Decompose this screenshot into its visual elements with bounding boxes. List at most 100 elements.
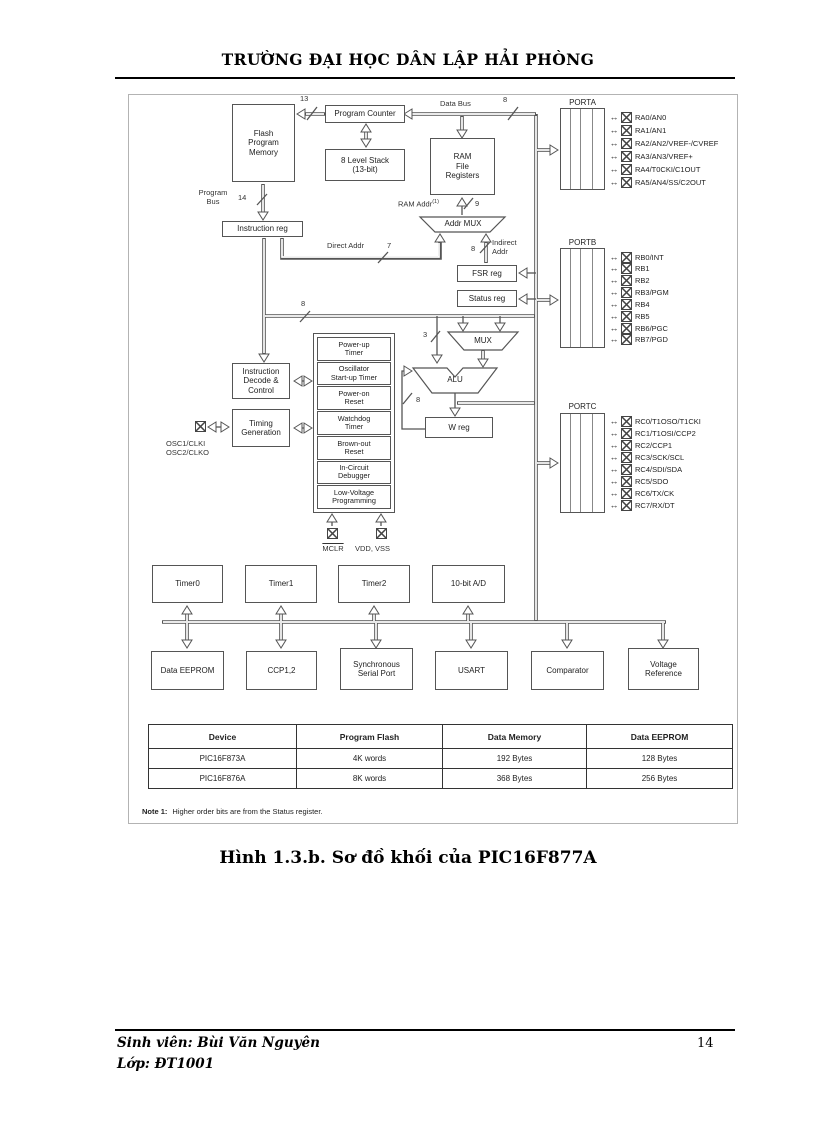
portb-title: PORTB [568,238,597,247]
block-comparator: Comparator [531,651,604,690]
pin-arrow-icon: ↔ [609,275,619,286]
footer-student: Sinh viên: Bùi Văn Nguyên [117,1035,320,1051]
cell-program-flash: 4K words [296,748,443,769]
pin-arrow-icon: ↔ [609,475,619,486]
block-timing-generation: Timing Generation [232,409,290,447]
device-table-header-row: Device Program Flash Data Memory Data EE… [148,724,733,749]
width-ram-addr: 9 [475,199,480,208]
port-pin: ↔RB0/INT [607,251,669,263]
cell-data-eeprom: 128 Bytes [586,748,733,769]
pin-pad-icon [621,177,632,189]
port-pin: ↔RB5 [607,310,669,322]
table-row: PIC16F873A 4K words 192 Bytes 128 Bytes [148,748,733,769]
pin-label: RC3/SCK/SCL [635,452,685,462]
pin-arrow-icon: ↔ [609,287,619,298]
port-pin: ↔RC0/T1OSO/T1CKI [607,415,701,427]
pin-label: RB7/PGD [635,335,668,345]
port-pin: ↔RC4/SDI/SDA [607,463,701,475]
pin-label: RA5/AN4/SS/C2OUT [635,178,706,188]
pin-pad-icon [621,415,632,427]
block-fsr-reg: FSR reg [457,265,517,282]
port-pin: ↔RC2/CCP1 [607,439,701,451]
port-pin: ↔RA4/T0CKI/C1OUT [607,164,718,176]
pin-pad-icon [621,275,632,287]
block-ccp: CCP1,2 [246,651,317,690]
pin-pad-icon [621,310,632,322]
footer-class: Lớp: ĐT1001 [117,1056,215,1072]
pin-pad-icon [621,111,632,123]
pin-label: RB4 [635,299,650,309]
pin-label: RC5/SDO [635,476,669,486]
pin-arrow-icon: ↔ [609,111,619,122]
port-pin: ↔RB7/PGD [607,334,669,346]
device-table: Device Program Flash Data Memory Data EE… [148,724,733,789]
block-timer1: Timer1 [245,565,317,603]
block-power-on-reset: Power-on Reset [317,386,391,411]
pin-pad-icon [621,487,632,499]
block-data-eeprom: Data EEPROM [151,651,224,690]
cell-device: PIC16F873A [148,748,297,769]
cell-data-memory: 368 Bytes [442,768,587,789]
page-number: 14 [697,1036,714,1051]
config-blocks-column: Power-up Timer Oscillator Start-up Timer… [313,333,395,513]
cell-data-eeprom: 256 Bytes [586,768,733,789]
width-indirect-addr: 8 [471,244,476,253]
pin-arrow-icon: ↔ [609,463,619,474]
pin-arrow-icon: ↔ [609,251,619,262]
figure-note: Note 1:Higher order bits are from the St… [142,807,323,816]
footer-rule [115,1029,735,1031]
col-program-flash: Program Flash [296,724,443,749]
port-pin: ↔RC7/RX/DT [607,499,701,511]
block-ssp: Synchronous Serial Port [340,648,413,690]
pin-pad-icon [621,463,632,475]
width-alu-w: 8 [416,395,421,404]
block-instruction-decode: Instruction Decode & Control [232,363,290,399]
pin-label: RB6/PGC [635,323,668,333]
port-pin: ↔RC1/T1OSI/CCP2 [607,427,701,439]
pin-arrow-icon: ↔ [609,439,619,450]
port-pin: ↔ RA5/AN4/SS/C2OUT [607,177,718,189]
pin-arrow-icon: ↔ [609,124,619,135]
port-pin: ↔RC6/TX/CK [607,487,701,499]
block-mux: MUX [474,336,492,345]
porta-box [560,108,605,190]
porta-pins: ↔RA0/AN0 ↔RA1/AN1 ↔RA2/AN2/VREF-/CVREF ↔… [607,111,718,189]
portb-pins: ↔RB0/INT ↔RB1 ↔RB2 ↔RB3/PGM ↔RB4 ↔RB5 ↔R… [607,251,669,346]
pin-arrow-icon: ↔ [609,263,619,274]
col-data-eeprom: Data EEPROM [586,724,733,749]
width-literal-bus: 8 [301,299,306,308]
cell-program-flash: 8K words [296,768,443,789]
block-watchdog-timer: Watchdog Timer [317,411,391,435]
portc-pins: ↔RC0/T1OSO/T1CKI ↔RC1/T1OSI/CCP2 ↔RC2/CC… [607,415,701,511]
block-addr-mux: Addr MUX [444,219,482,228]
block-w-reg: W reg [425,417,493,438]
block-alu: ALU [447,375,463,384]
pin-pad-icon [621,499,632,511]
block-osc-startup-timer: Oscillator Start-up Timer [317,361,391,386]
note-label: Note 1: [142,807,168,816]
table-row: PIC16F876A 8K words 368 Bytes 256 Bytes [148,768,733,789]
block-in-circuit-debugger: In-Circuit Debugger [317,460,391,485]
block-timer0: Timer0 [152,565,223,603]
pin-label: RA4/T0CKI/C1OUT [635,165,701,175]
portc-box [560,413,605,513]
figure-caption: Hình 1.3.b. Sơ đồ khối của PIC16F877A [219,848,597,868]
label-mclr: MCLR [322,544,344,553]
pin-arrow-icon: ↔ [609,298,619,309]
cell-data-memory: 192 Bytes [442,748,587,769]
label-osc: OSC1/CLKI OSC2/CLKO [166,439,209,457]
label-indirect-addr: Indirect Addr [492,238,517,256]
block-voltage-reference: Voltage Reference [628,648,699,690]
pin-arrow-icon: ↔ [609,427,619,438]
pin-arrow-icon: ↔ [609,487,619,498]
block-adc: 10-bit A/D [432,565,505,603]
pin-arrow-icon: ↔ [609,322,619,333]
width-data-bus: 8 [503,95,508,104]
portc-title: PORTC [568,402,597,411]
port-pin: ↔RA2/AN2/VREF-/CVREF [607,137,718,149]
port-pin: ↔RA0/AN0 [607,111,718,123]
pin-pad-icon [621,475,632,487]
port-pin: ↔RA3/AN3/VREF+ [607,151,718,163]
pin-arrow-icon: ↔ [609,177,619,188]
